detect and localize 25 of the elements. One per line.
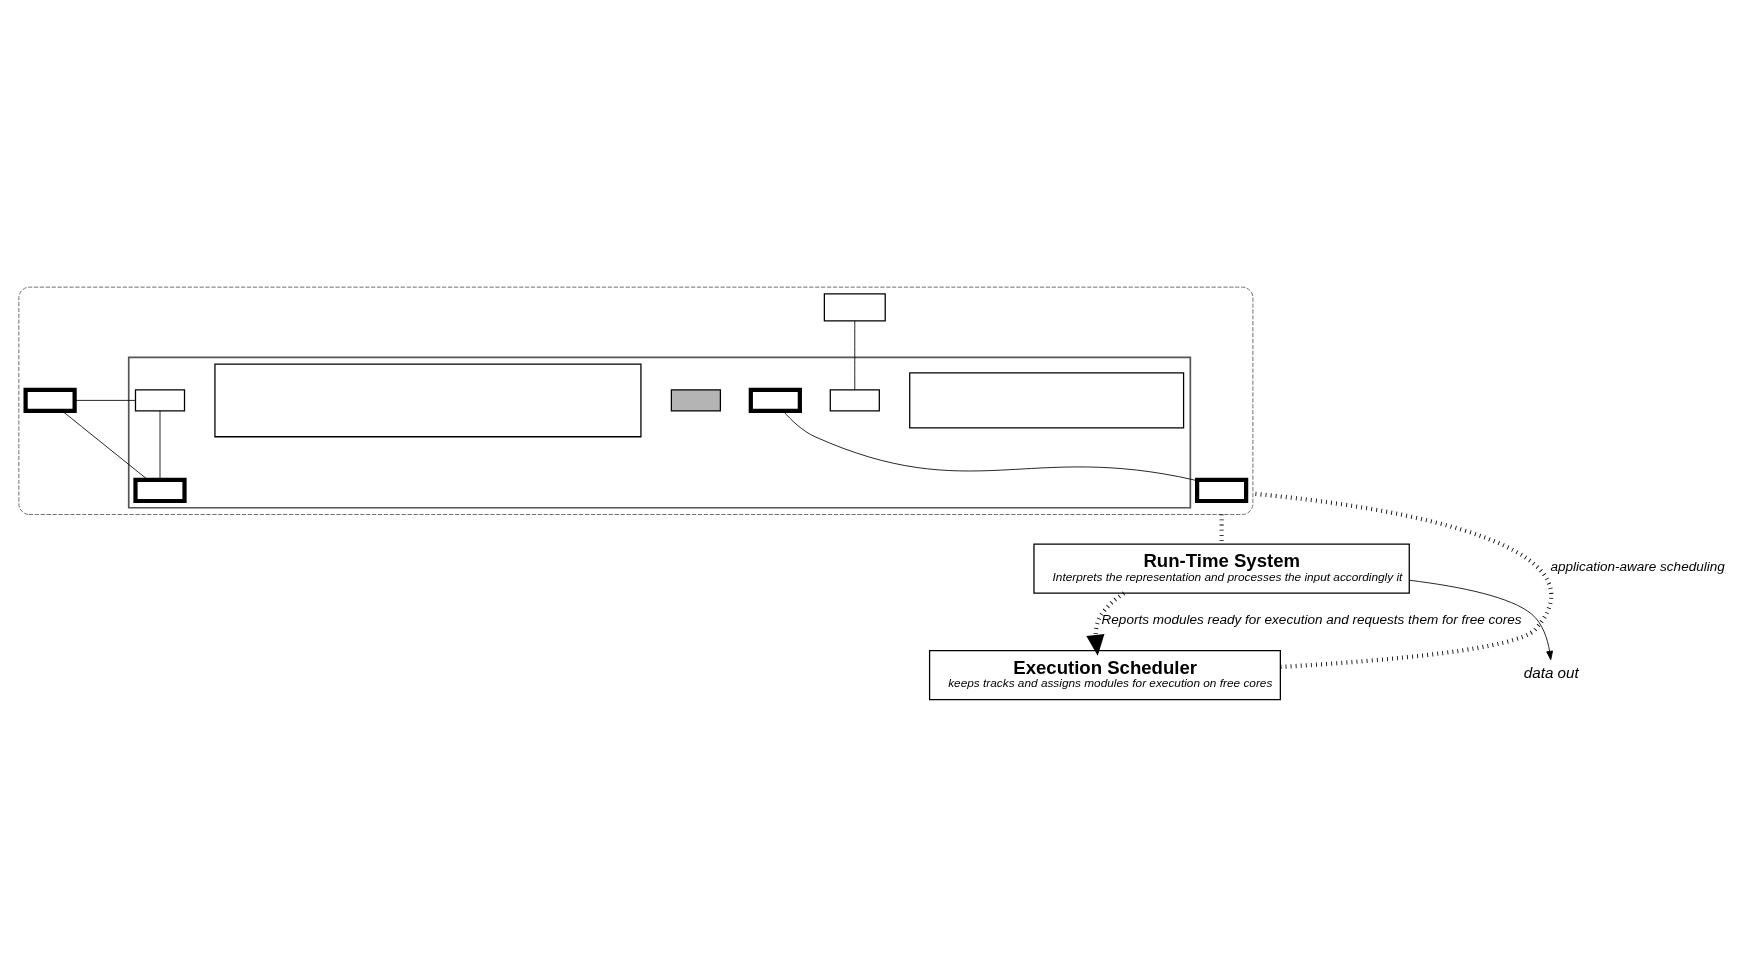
arrow bbox=[1409, 579, 1553, 661]
node-box bbox=[670, 389, 722, 412]
connector bbox=[1252, 491, 1553, 670]
connector bbox=[61, 410, 149, 481]
node-box bbox=[829, 389, 880, 412]
node-box bbox=[23, 387, 77, 414]
node-box bbox=[909, 372, 1185, 429]
node-box bbox=[134, 389, 186, 412]
edge-label: application-aware scheduling bbox=[1550, 558, 1725, 574]
node-box bbox=[133, 477, 187, 504]
connector bbox=[854, 320, 856, 391]
connector bbox=[159, 410, 161, 481]
node-box bbox=[748, 387, 802, 414]
node-box bbox=[1195, 477, 1249, 504]
cluster bbox=[18, 286, 1254, 515]
node-box: Execution Scheduler keeps tracks and assigns modules for execution on free cores bbox=[928, 649, 1281, 701]
node-box: Run-Time System Interprets the representation and processes the input accordingly it bbox=[1033, 543, 1410, 594]
node-text: data out bbox=[1523, 663, 1579, 681]
node-box bbox=[823, 293, 886, 322]
cluster bbox=[127, 356, 1192, 509]
connector bbox=[74, 399, 136, 401]
edge-label: Reports modules ready for execution and requests them for free cores bbox=[1101, 612, 1522, 628]
arrow bbox=[1086, 591, 1126, 656]
connector bbox=[782, 410, 1198, 482]
node-box bbox=[214, 363, 642, 438]
